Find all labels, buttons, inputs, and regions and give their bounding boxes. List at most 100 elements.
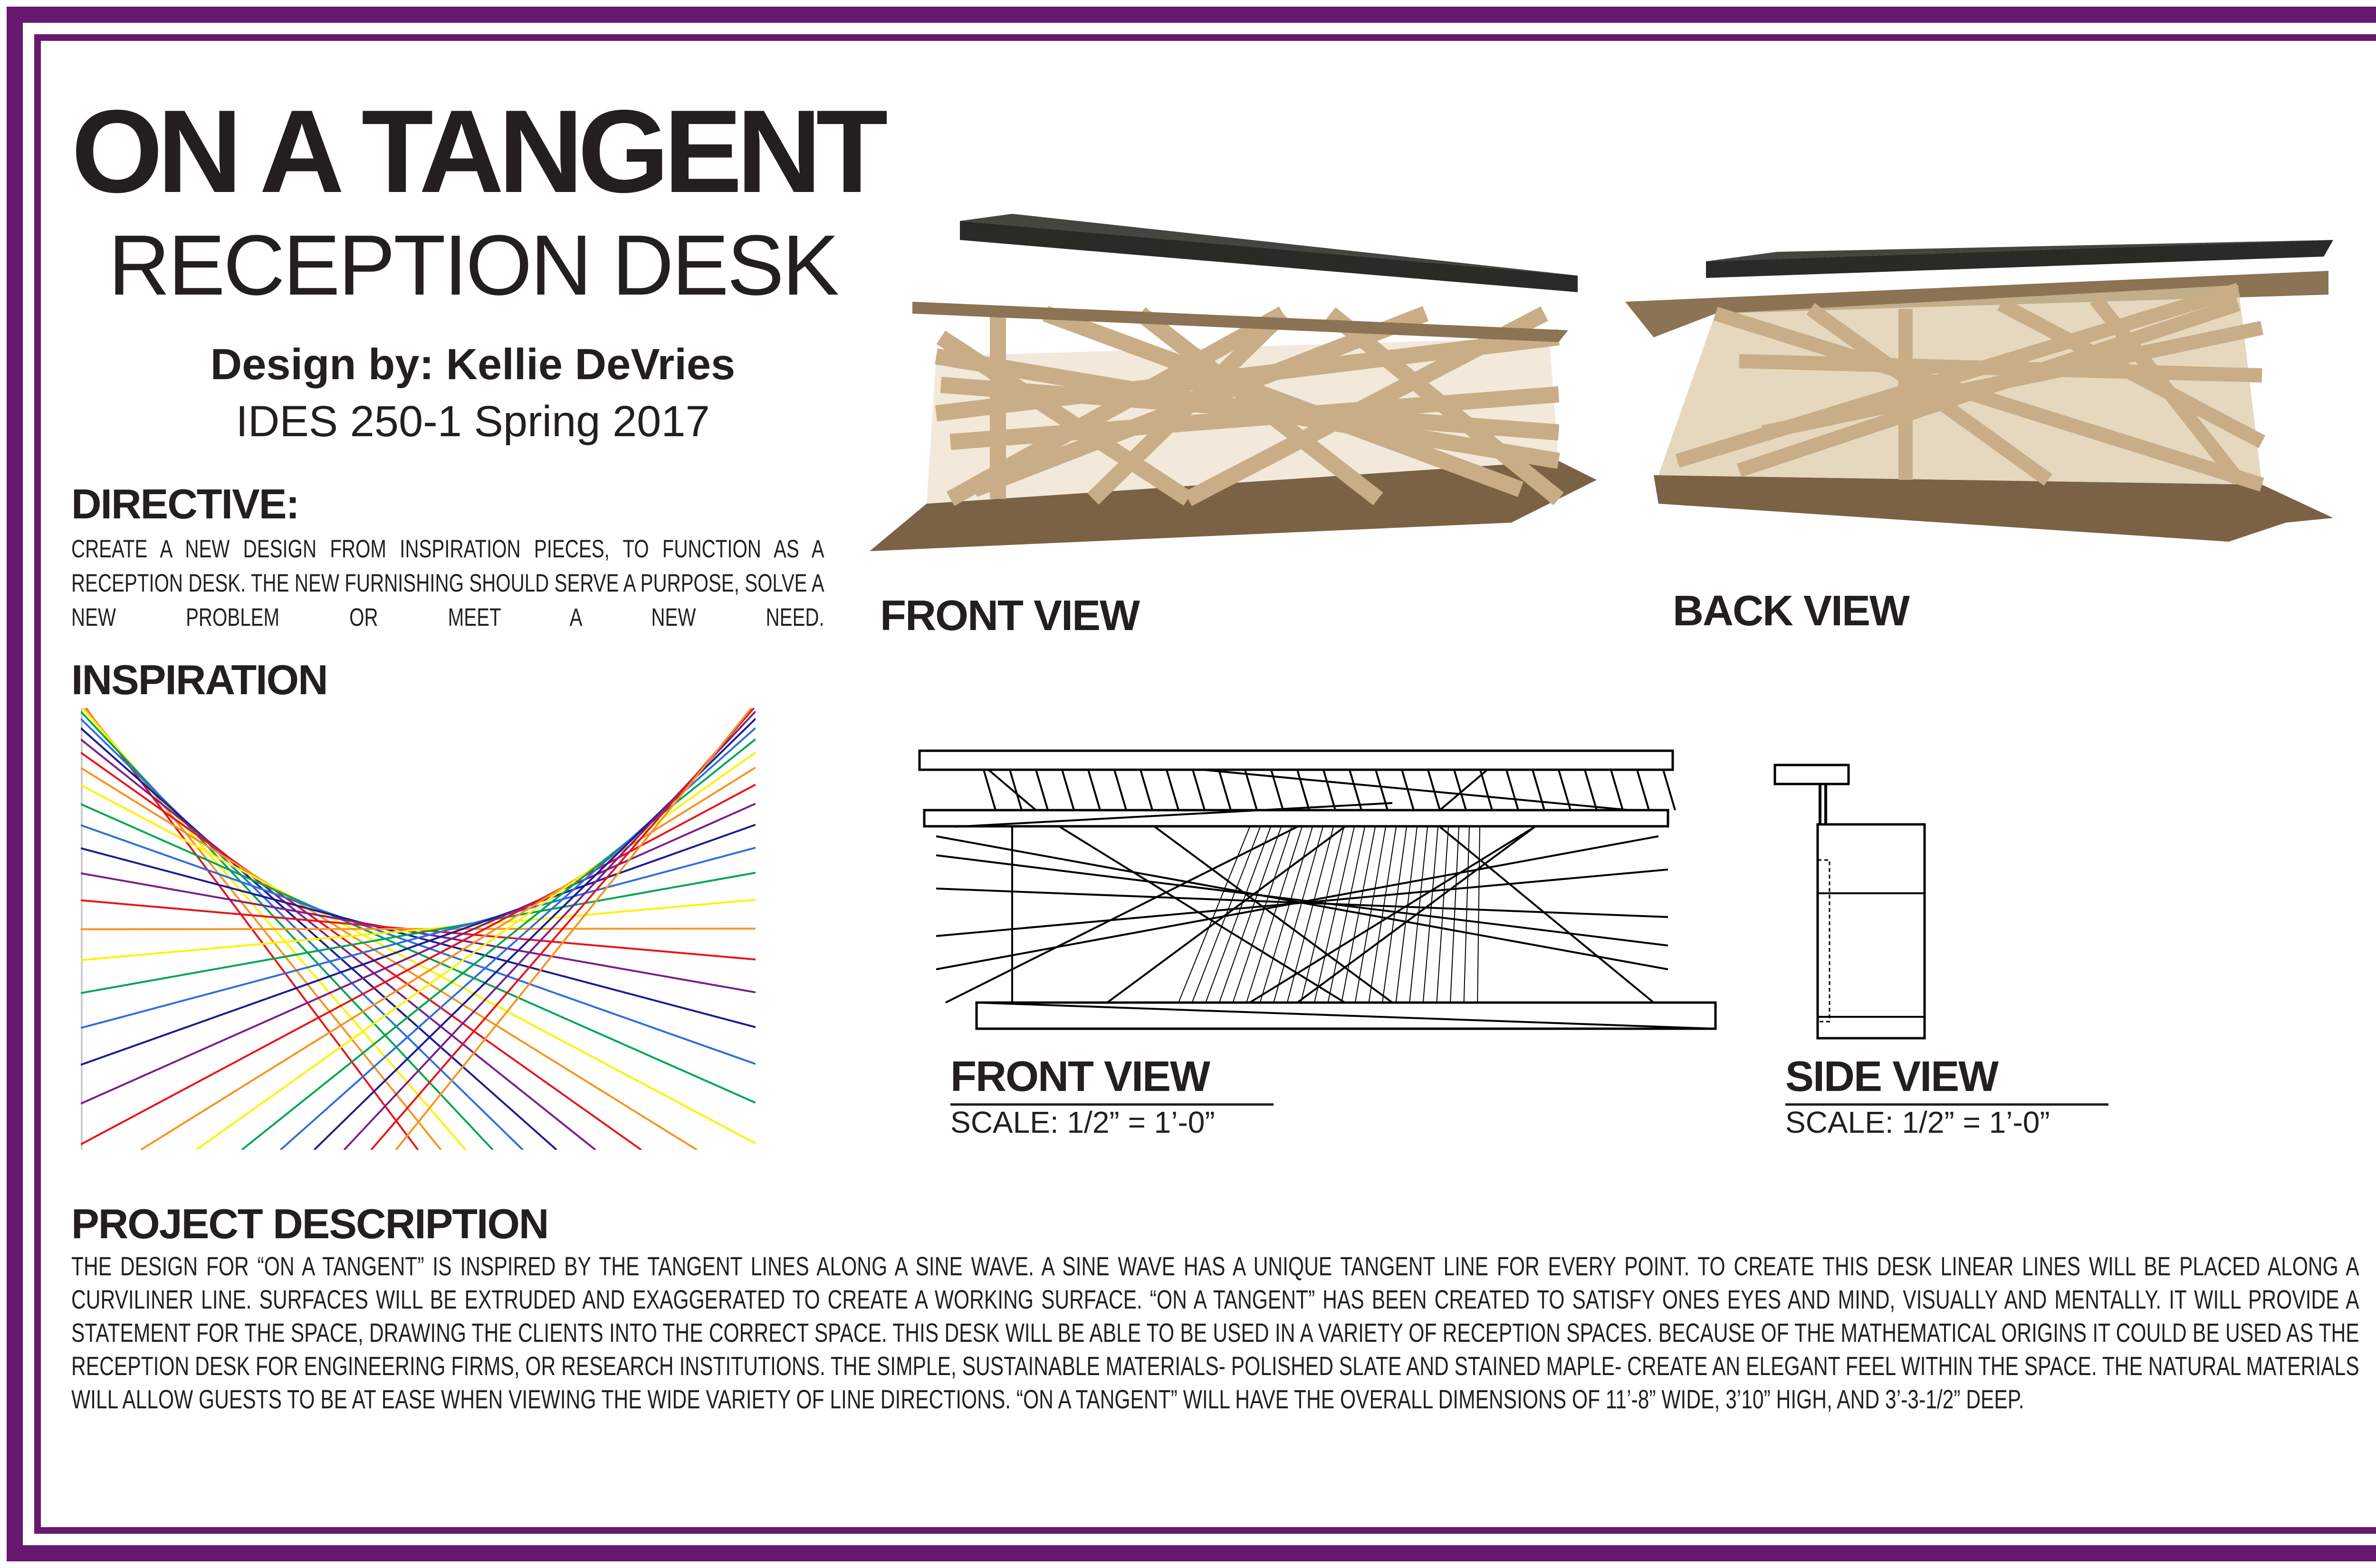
project-description-text: THE DESIGN FOR “ON A TANGENT” IS INSPIRE… [71,1251,2359,1414]
page-subtitle: RECEPTION DESK [108,218,839,313]
hatch-line [1232,826,1292,1003]
hatch-line [1273,826,1323,1003]
truss-line [1401,769,1415,811]
hatch-line [1218,826,1282,1003]
designer-credit: Design by: Kellie DeVries [210,340,736,389]
tangent-line [81,718,524,1150]
hatch-line [1368,826,1397,1003]
tangent-line [140,766,756,1150]
tangent-line [370,708,755,1150]
hatch-line [1436,826,1449,1003]
truss-line [1087,769,1101,811]
truss-line [1270,769,1284,811]
truss-line [1662,769,1676,811]
hatch-line [1246,826,1303,1003]
directive-heading: DIRECTIVE: [71,480,300,527]
truss-line [1505,769,1519,811]
front-elevation-label: FRONT VIEW [950,1052,1274,1106]
drawing-line [1439,769,1488,811]
truss-line [1009,769,1023,811]
maple-slat [940,377,1560,440]
tangent-line [81,784,756,1146]
tangent-line [81,927,756,930]
truss-line [1113,769,1127,811]
drawing-line [1439,826,1655,1004]
maple-slat [949,386,1560,450]
drawing-line [945,826,1298,1004]
tangent-line [81,767,698,1150]
truss-line [1218,769,1232,811]
tangent-line [81,752,642,1150]
tangent-line [81,871,756,994]
hatch-line [1463,826,1470,1003]
maple-slat [1713,306,2264,492]
drawing-line [987,769,1037,811]
truss-line [1322,769,1336,811]
truss-line [1453,769,1467,811]
truss-line [1140,769,1153,811]
truss-line [1427,769,1441,811]
drawing-line [955,802,1393,828]
side-elevation-drawing [1773,764,1926,1040]
hatch-line [1354,826,1386,1003]
tangent-line [395,708,752,1150]
tangent-line [81,823,756,1066]
maple-slat [2090,295,2244,485]
directive-text: CREATE A NEW DESIGN FROM INSPIRATION PIE… [71,535,824,631]
hatch-line [1395,826,1418,1003]
truss-line [1375,769,1389,811]
maple-slat [1739,354,2262,382]
hatch-line [1422,826,1438,1003]
maple-slat [1043,306,1523,497]
maple-slat [971,306,1429,497]
front-render-image [870,214,1597,551]
hatch-line [1382,826,1407,1003]
project-description-heading: PROJECT DESCRIPTION [71,1200,549,1247]
maple-slat [936,330,1193,506]
truss-line [1532,769,1545,811]
hatch-line [1341,826,1376,1003]
truss-line [1166,769,1179,811]
front-elevation-drawing [918,749,1717,1030]
truss-line [1610,769,1624,811]
truss-line [1558,769,1571,811]
front-render-label: FRONT VIEW [880,592,1140,640]
inspiration-heading: INSPIRATION [71,656,328,703]
truss-line [1035,769,1049,811]
maple-slat [1761,321,2264,440]
page-title: ON A TANGENT [71,85,888,217]
side-elevation-scale: SCALE: 1/2” = 1’-0” [1785,1105,2050,1139]
hatch-line [1450,826,1459,1003]
hatch-line [1314,826,1355,1003]
truss-line [1244,769,1258,811]
back-render-label: BACK VIEW [1673,587,1910,635]
hatch-line [1286,826,1334,1003]
truss-line [1192,769,1206,811]
drawing-line [1154,826,1393,1004]
truss-line [1636,769,1650,811]
outer-border [7,7,2376,1561]
hatch-line [1191,826,1261,1003]
truss-line [983,769,996,811]
tangent-line [241,738,756,1150]
hatch-line [1327,826,1365,1003]
truss-line [1296,769,1310,811]
drawing-line [1202,769,1630,811]
truss-line [1349,769,1362,811]
inspiration-tangent-lines [81,708,756,1150]
hatch-line [1205,826,1271,1003]
truss-line [1584,769,1598,811]
front-elevation-scale: SCALE: 1/2” = 1’-0” [950,1105,1215,1139]
hatch-line [1300,826,1344,1003]
drawing-line [1059,826,1346,1004]
tangent-line [81,847,756,1029]
tangent-line [81,738,596,1150]
truss-line [1061,769,1075,811]
course-info: IDES 250-1 Spring 2017 [236,397,710,446]
hatch-line [1409,826,1428,1003]
side-elevation-label: SIDE VIEW [1785,1052,2108,1106]
tangent-line [81,803,756,1105]
inner-border [34,34,2376,1534]
tangent-line [81,899,756,961]
hatch-line [1259,826,1313,1003]
